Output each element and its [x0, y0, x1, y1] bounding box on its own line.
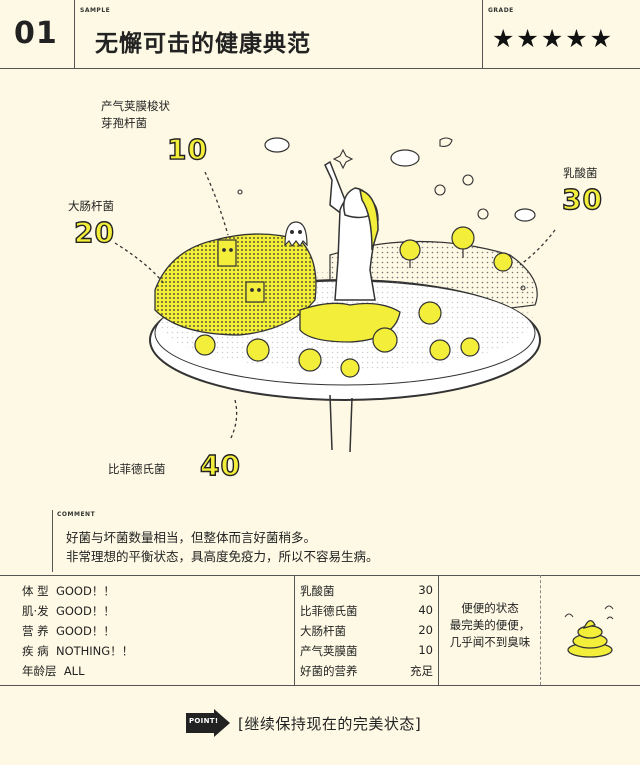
status-label: 营 养 — [22, 624, 49, 638]
bacteria-mound — [154, 233, 317, 336]
stool-icon — [564, 605, 614, 658]
cloud-icons — [264, 137, 536, 222]
comment-line-2: 非常理想的平衡状态，具高度免疫力，所以不容易生病。 — [66, 549, 379, 564]
bacteria-row-value: 20 — [418, 623, 433, 637]
bacteria-row-value: 充足 — [410, 664, 433, 678]
label-bifidobacterium: 比菲德氏菌 — [108, 462, 166, 476]
stool-status: 便便的状态 最完美的便便， 几乎闻不到臭味 — [449, 601, 531, 649]
status-value: NOTHING！！ — [55, 644, 134, 658]
point-badge: POINT! — [189, 717, 219, 725]
bacteria-row-value: 30 — [418, 583, 433, 597]
sample-tag: SAMPLE — [80, 7, 111, 14]
grade-tag: GRADE — [488, 7, 514, 14]
bacteria-row-name: 产气荚膜菌 — [300, 644, 358, 658]
point-arrow-icon — [186, 709, 230, 737]
status-value: GOOD！！ — [55, 604, 115, 618]
status-label: 年龄层 — [22, 664, 57, 678]
point-text: [继续保持现在的完美状态] — [238, 715, 422, 733]
bathing-woman-figure — [324, 160, 379, 453]
status-label: 疾 病 — [22, 644, 49, 658]
comment-line-1: 好菌与坏菌数量相当，但整体而言好菌稍多。 — [66, 530, 317, 545]
status-value: ALL — [63, 664, 85, 678]
label-clostridium: 产气荚膜梭状 芽孢杆菌 — [101, 99, 170, 130]
comment-tag: COMMENT — [57, 511, 96, 518]
status-value: GOOD！！ — [55, 584, 115, 598]
bacteria-row-value: 40 — [418, 603, 433, 617]
page-title: 无懈可击的健康典范 — [95, 31, 311, 57]
sparkle-icons — [237, 137, 526, 291]
label-e-coli: 大肠杆菌 — [68, 199, 114, 213]
count-e-coli: 20 — [73, 215, 115, 249]
bacteria-row-value: 10 — [418, 643, 433, 657]
bacteria-row-name: 大肠杆菌 — [300, 624, 346, 638]
square-creature-icon — [217, 239, 265, 303]
bacteria-row-name: 乳酸菌 — [300, 584, 335, 598]
ghost-creature-icon — [284, 221, 308, 248]
count-clostridium: 10 — [166, 132, 208, 166]
grade-stars: ★★★★★ — [492, 24, 615, 53]
bacteria-row-name: 好菌的营养 — [300, 664, 358, 678]
status-value: GOOD！！ — [55, 624, 115, 638]
bacteria-bush-group — [194, 226, 513, 378]
leader-lines — [114, 171, 556, 441]
label-lactobacillus: 乳酸菌 — [563, 166, 598, 180]
gut-illustration — [114, 137, 556, 453]
status-label: 体 型 — [22, 584, 49, 598]
count-lactobacillus: 30 — [561, 182, 603, 216]
sample-number: 01 — [14, 16, 58, 51]
count-bifidobacterium: 40 — [199, 448, 241, 482]
bacteria-row-name: 比菲德氏菌 — [300, 604, 358, 618]
status-label: 肌·发 — [22, 604, 49, 618]
